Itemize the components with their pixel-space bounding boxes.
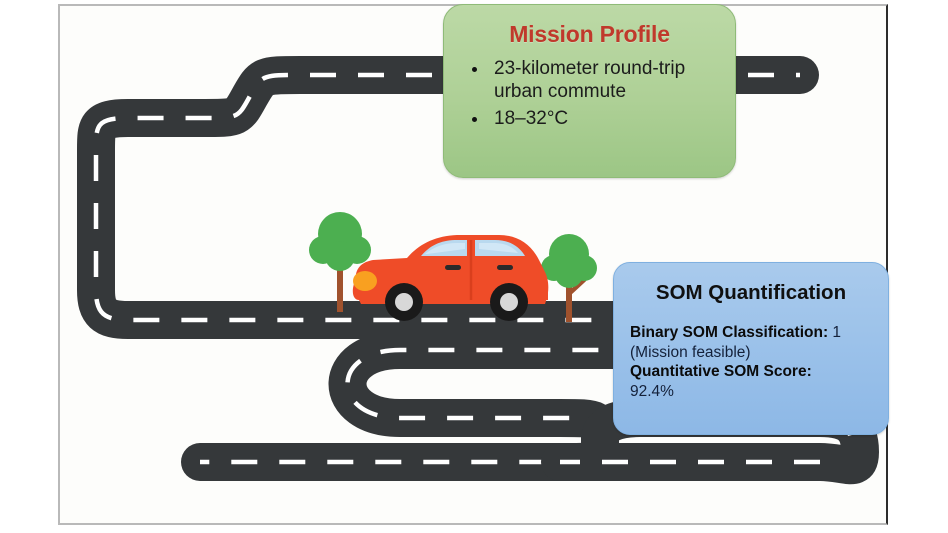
mission-profile-title: Mission Profile bbox=[509, 21, 670, 47]
quantitative-som-score-value: 92.4% bbox=[630, 382, 674, 400]
quantitative-som-score-label-line: Quantitative SOM Score: bbox=[630, 362, 872, 382]
mission-profile-bullet-text: 18–32°C bbox=[494, 107, 569, 129]
bullet-dot-icon bbox=[472, 67, 477, 72]
tree-left-icon bbox=[309, 212, 371, 312]
mission-profile-callout: Mission Profile 23-kilometer round-trip … bbox=[443, 4, 736, 178]
mission-profile-bullet-item: 23-kilometer round-trip urban commute bbox=[458, 58, 721, 104]
red-hatchback-car-icon bbox=[352, 235, 549, 321]
mission-profile-bullet-list: 23-kilometer round-trip urban commute 18… bbox=[458, 58, 721, 131]
mission-feasible-note: (Mission feasible) bbox=[630, 343, 751, 361]
mission-profile-bullet-item: 18–32°C bbox=[458, 108, 721, 131]
som-quantification-callout: SOM Quantification Binary SOM Classifica… bbox=[613, 262, 889, 435]
binary-som-classification-line: Binary SOM Classification: 1 bbox=[630, 323, 872, 343]
bullet-dot-icon bbox=[472, 116, 477, 122]
tree-right-icon bbox=[541, 234, 597, 322]
binary-som-classification-label: Binary SOM Classification: bbox=[630, 324, 829, 341]
som-quantification-title: SOM Quantification bbox=[655, 281, 847, 304]
mission-profile-bullet-text: 23-kilometer round-trip urban commute bbox=[494, 58, 686, 102]
quantitative-som-score-label: Quantitative SOM Score: bbox=[630, 363, 812, 381]
binary-som-classification-value: 1 bbox=[832, 324, 842, 341]
